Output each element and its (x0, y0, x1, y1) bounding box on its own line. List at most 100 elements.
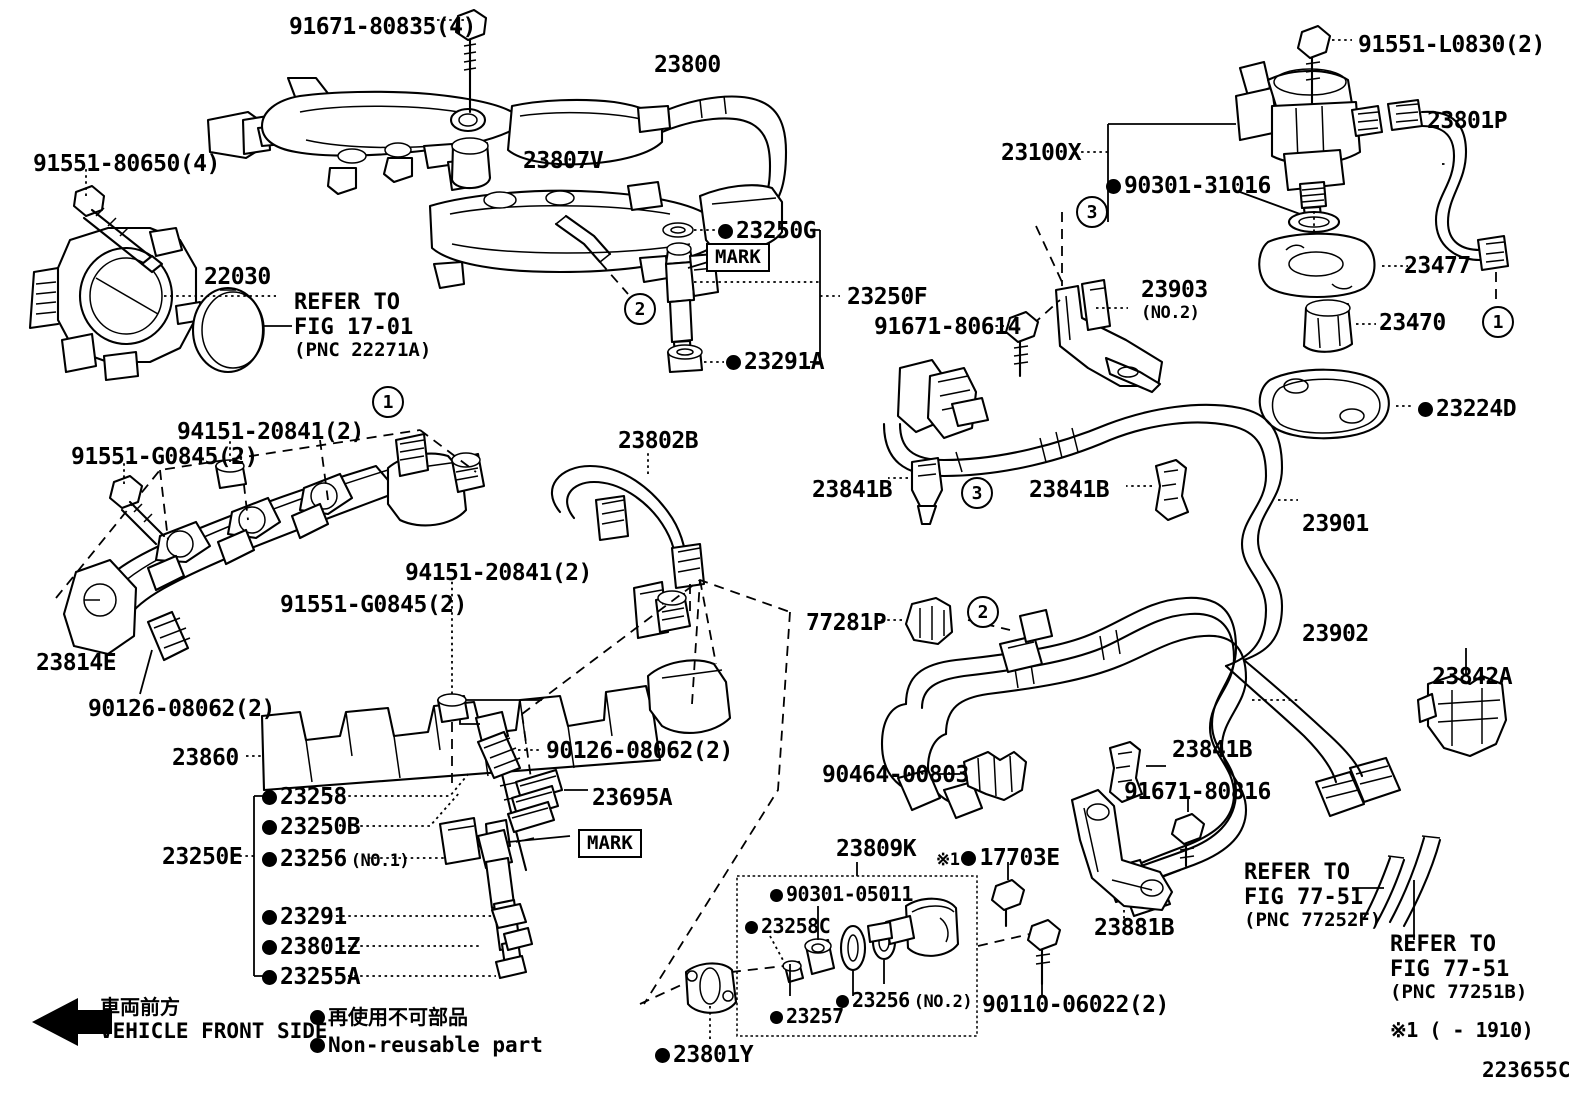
part-label-90301-31016: 90301-31016 (1106, 173, 1271, 199)
bolt-91671-80835 (410, 8, 488, 114)
part-label-94151-20841-b: 94151-20841(2) (405, 560, 592, 586)
callout-circle-2-hose: 2 (967, 596, 999, 628)
part-number-text: 23801Z (280, 934, 361, 960)
nonreusable-dot (262, 790, 277, 805)
part-label-23291A: 23291A (726, 349, 825, 375)
part-label-23800: 23800 (654, 52, 721, 78)
part-label-90464-00803: 90464-00803 (822, 762, 969, 788)
nonreusable-dot (262, 940, 277, 955)
nonreusable-dot (718, 224, 733, 239)
part-label-23258C: 23258C (745, 914, 831, 938)
part-label-23250B: 23250B (262, 814, 361, 840)
part-number-text: 23258C (761, 914, 831, 938)
part-label-90126-08062-a: 90126-08062(2) (88, 696, 275, 722)
part-label-91671-80614: 91671-80614 (874, 314, 1021, 340)
part-label-23250F: 23250F (847, 284, 928, 310)
fuel-pipe-23801P (1386, 98, 1510, 306)
fuel-pipe-23802B (550, 452, 706, 612)
part-label-22030: 22030 (204, 264, 271, 290)
part-label-23801Z: 23801Z (262, 934, 361, 960)
mark-callout-lower: MARK (578, 829, 642, 858)
part-label-23291: 23291 (262, 904, 347, 930)
part-label-23860: 23860 (172, 745, 239, 771)
part-number-text: 23258 (280, 784, 347, 810)
nonreusable-dot (310, 1010, 325, 1025)
part-label-23802B: 23802B (618, 428, 699, 454)
refer-hoses (1352, 835, 1442, 940)
intake-manifold-23800 (206, 76, 788, 290)
refer-line-1: REFER TO (1390, 932, 1496, 957)
gasket-23477 (1258, 232, 1408, 298)
callout-circle-1-rail: 1 (372, 386, 404, 418)
part-number-text: 23256 (280, 846, 347, 872)
injector-23250E-group (234, 768, 588, 980)
part-label-23224D: 23224D (1418, 396, 1517, 422)
refer-line-3: (PNC 77251B) (1390, 981, 1528, 1004)
refer-line-2: FIG 77-51 (1244, 884, 1364, 910)
vehicle-front-arrow (32, 998, 112, 1046)
part-number-text: 23256 (852, 988, 910, 1012)
part-label-23842A: 23842A (1432, 664, 1513, 690)
refer-line-1: REFER TO (1244, 860, 1350, 885)
part-number-text: 90301-31016 (1124, 173, 1271, 199)
refer-note-77-51-b: REFER TO FIG 77-51 (PNC 77251B) (1390, 932, 1528, 1004)
part-label-23903-sub: (NO.2) (1141, 303, 1200, 323)
nonreusable-dot (262, 852, 277, 867)
part-label-23903: 23903 (1141, 277, 1208, 303)
part-number-suffix: (NO.2) (913, 992, 973, 1012)
injector-holder-23860 (246, 578, 791, 1005)
part-label-23902: 23902 (1302, 621, 1369, 647)
part-number-text: 17703E (979, 845, 1060, 871)
refer-line-3: (PNC 77252F) (1244, 909, 1382, 932)
part-number-text: 23291 (280, 904, 347, 930)
nonreusable-dot (836, 995, 849, 1008)
part-number-text: 23291A (744, 349, 825, 375)
throttle-body-22030 (28, 166, 292, 382)
part-label-23258: 23258 (262, 784, 347, 810)
part-label-23901: 23901 (1302, 511, 1369, 537)
part-label-23250E: 23250E (162, 844, 243, 870)
part-label-91551-G0845-b: 91551-G0845(2) (280, 592, 467, 618)
part-label-23256-no2: 23256(NO.2) (836, 988, 973, 1012)
callout-circle-3-hose: 3 (961, 477, 993, 509)
refer-line-2: FIG 17-01 (294, 314, 414, 340)
nonreusable-legend: 再使用不可部品 Non-reusable part (310, 1004, 543, 1059)
callout-circle-2-upper: 2 (624, 293, 656, 325)
footnote-marker: ※1 (936, 850, 960, 870)
refer-line-2: FIG 77-51 (1390, 956, 1510, 982)
clip-23841B-3 (1108, 740, 1166, 804)
vehicle-front-en: VEHICLE FRONT SIDE (100, 1019, 328, 1043)
refer-note-17-01: REFER TO FIG 17-01 (PNC 22271A) (294, 290, 432, 362)
clamp-90464-00803 (938, 750, 1028, 802)
refer-note-77-51-a: REFER TO FIG 77-51 (PNC 77252F) (1244, 860, 1382, 932)
part-label-90110-06022: 90110-06022(2) (982, 992, 1169, 1018)
part-label-23257: 23257 (770, 1004, 844, 1028)
nonreusable-dot (770, 1011, 783, 1024)
part-label-23814E: 23814E (36, 650, 117, 676)
part-label-23250G: 23250G (718, 218, 817, 244)
part-label-23841B-3: 23841B (1172, 737, 1253, 763)
part-label-23809K: 23809K (836, 836, 917, 862)
part-label-17703E: ※1 17703E (936, 845, 1060, 871)
nonreusable-en: Non-reusable part (328, 1033, 543, 1057)
nonreusable-dot (961, 851, 977, 866)
nonreusable-dot (262, 910, 277, 925)
clip-77281P (880, 596, 1011, 646)
part-label-23841B-1: 23841B (812, 477, 893, 503)
part-number-suffix: (NO.1) (350, 851, 410, 871)
nonreusable-dot (745, 921, 758, 934)
clip-23842A (1416, 648, 1508, 758)
part-label-77281P: 77281P (806, 610, 887, 636)
insulator-23470 (1302, 299, 1376, 353)
diagram-code: 223655C (1482, 1058, 1571, 1082)
part-label-91551-G0845-a: 91551-G0845(2) (71, 444, 258, 470)
part-label-23256-no1: 23256(NO.1) (262, 846, 410, 872)
inset-box-23809K (639, 862, 1062, 1040)
refer-line-3: (PNC 22271A) (294, 339, 432, 362)
part-number-text: 23224D (1436, 396, 1517, 422)
part-label-23477: 23477 (1404, 253, 1471, 279)
nonreusable-dot (1418, 402, 1433, 417)
fuel-rail-23814E (55, 429, 486, 695)
part-number-text: 23257 (786, 1004, 844, 1028)
